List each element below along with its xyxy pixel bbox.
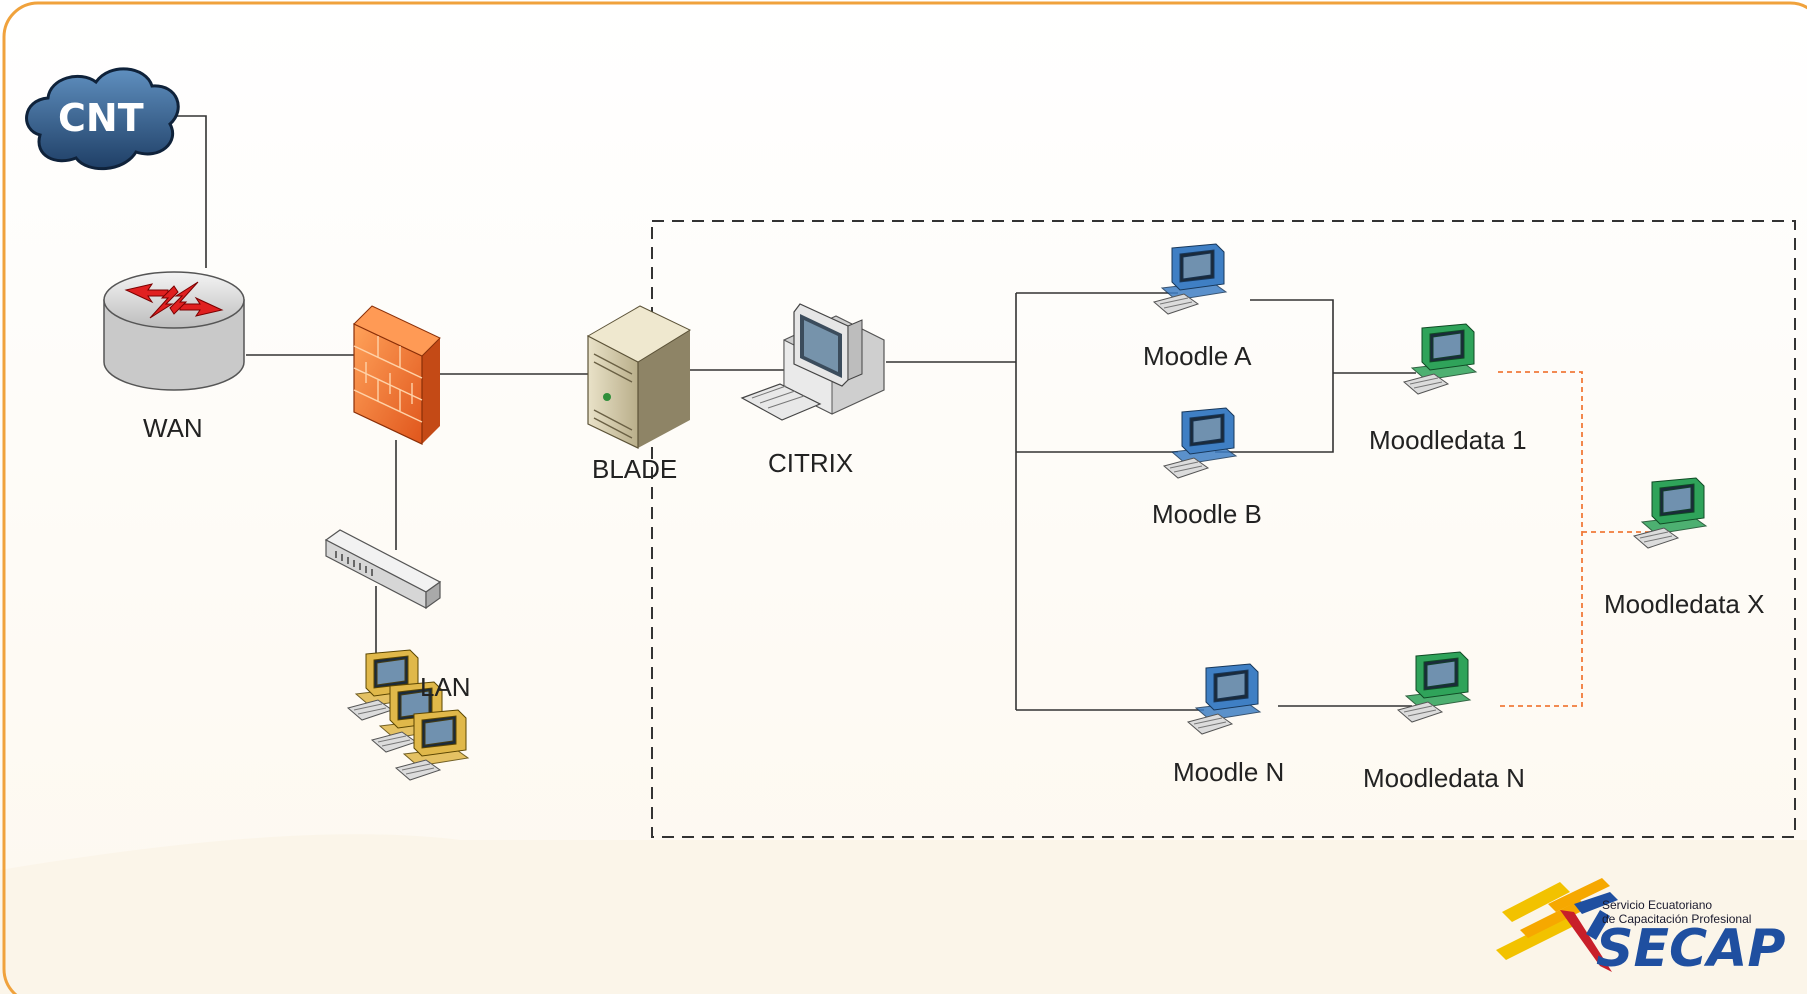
secap-emblem-icon	[1496, 878, 1618, 972]
logo-name: SECAP	[1596, 919, 1786, 979]
moodle-b-label: Moodle B	[1152, 499, 1262, 529]
moodledata-n-label: Moodledata N	[1363, 763, 1525, 793]
citrix-workstation-icon	[740, 303, 885, 421]
cnt-label: CNT	[58, 96, 144, 140]
cnt-cloud-icon: CNT	[25, 67, 180, 171]
switch-icon	[324, 529, 442, 610]
lan-label: LAN	[420, 672, 471, 702]
router-icon	[103, 271, 245, 391]
network-links	[170, 115, 1416, 711]
moodle-n-label: Moodle N	[1173, 757, 1284, 787]
blade-server-icon	[586, 305, 692, 449]
logo-line2: de Capacitación Profesional	[1602, 912, 1751, 926]
secap-logo: Servicio Ecuatoriano de Capacitación Pro…	[1496, 878, 1786, 979]
data-links	[1498, 371, 1660, 707]
logo-line1: Servicio Ecuatoriano	[1602, 898, 1712, 912]
moodle-a-label: Moodle A	[1143, 341, 1252, 371]
citrix-label: CITRIX	[768, 448, 853, 478]
moodledata-1-label: Moodledata 1	[1369, 425, 1527, 455]
datacenter-boundary	[651, 220, 1796, 838]
moodledata-x-label: Moodledata X	[1604, 589, 1764, 619]
wan-label: WAN	[143, 413, 203, 443]
firewall-icon	[353, 305, 441, 445]
blade-label: BLADE	[592, 454, 677, 484]
